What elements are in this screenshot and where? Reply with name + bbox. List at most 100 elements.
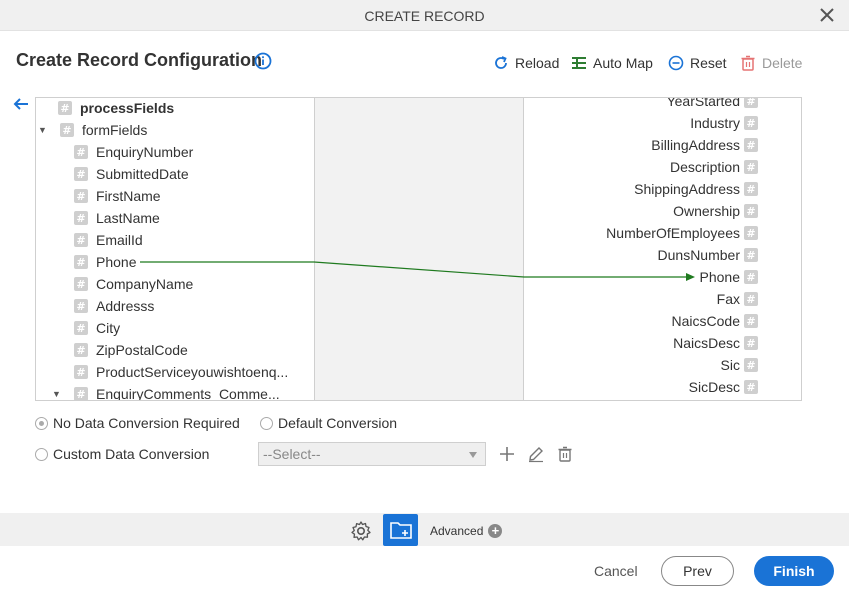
info-icon[interactable] <box>254 52 272 70</box>
field-label: ZipPostalCode <box>96 342 188 358</box>
conversion-select[interactable]: --Select-- <box>258 442 486 466</box>
mapping-canvas <box>314 98 524 400</box>
field-type-icon: # <box>74 299 88 313</box>
auto-map-label: Auto Map <box>593 55 653 71</box>
source-field-item[interactable]: # ZipPostalCode <box>74 339 188 361</box>
source-field-item[interactable]: ▼ # formFields <box>38 119 147 141</box>
source-field-item[interactable]: #EnquiryNumber <box>74 141 193 163</box>
target-field-item[interactable]: Ownership # <box>673 200 758 222</box>
field-type-icon: # <box>744 336 758 350</box>
finish-button[interactable]: Finish <box>754 556 834 586</box>
reset-icon <box>668 55 684 71</box>
field-label: processFields <box>80 100 175 116</box>
target-field-item[interactable]: Phone# <box>700 266 758 288</box>
bottom-toolbar <box>0 513 849 546</box>
add-folder-button[interactable] <box>383 514 418 546</box>
source-field-item[interactable]: # FirstName <box>74 185 161 207</box>
custom-conversion-radio[interactable]: Custom Data Conversion <box>35 446 209 462</box>
target-field-item[interactable]: Industry# <box>690 112 758 134</box>
field-type-icon: # <box>74 321 88 335</box>
field-label: BillingAddress <box>651 137 740 153</box>
radio-dot <box>260 416 273 430</box>
trash-icon <box>741 55 755 71</box>
reload-icon <box>495 56 507 69</box>
source-field-item[interactable]: #LastName <box>74 207 160 229</box>
field-label: FirstName <box>96 188 161 204</box>
target-field-item[interactable]: YearStarted# <box>667 98 758 112</box>
field-label: formFields <box>82 122 148 138</box>
field-label: LastName <box>96 210 160 226</box>
trash-icon[interactable] <box>556 445 574 463</box>
field-label: SubmittedDate <box>96 166 189 182</box>
field-type-icon: # <box>74 233 88 247</box>
target-field-item[interactable]: NaicsCode# <box>672 310 758 332</box>
radio-dot <box>35 416 48 430</box>
target-field-item[interactable]: SicDesc# <box>689 376 758 398</box>
target-field-item[interactable]: ShippingAddress # <box>634 178 758 200</box>
source-field-item[interactable]: #CompanyName <box>74 273 193 295</box>
reload-button[interactable]: Reload <box>493 55 559 71</box>
dialog-title: CREATE RECORD <box>364 8 485 24</box>
target-field-item[interactable]: NaicsDesc# <box>673 332 758 354</box>
field-label: Phone <box>699 269 740 285</box>
edit-icon[interactable] <box>527 445 545 463</box>
source-field-item[interactable]: #processFields <box>58 98 175 119</box>
plus-circle-icon: + <box>488 524 503 538</box>
field-type-icon: # <box>74 343 88 357</box>
target-field-item[interactable]: Sic# <box>721 354 758 376</box>
field-type-icon: # <box>74 255 88 269</box>
delete-label: Delete <box>762 55 803 71</box>
field-label: Phone <box>96 254 137 270</box>
field-type-icon: # <box>60 123 74 137</box>
field-label: EnquiryComments_Comme... <box>96 386 280 401</box>
prev-button[interactable]: Prev <box>661 556 734 586</box>
field-label: SicDesc <box>688 379 740 395</box>
target-field-item[interactable]: Fax # <box>717 288 758 310</box>
field-label: NumberOfEmployees <box>606 225 740 241</box>
radio-dot <box>35 447 48 461</box>
advanced-button[interactable]: Advanced + <box>430 524 503 538</box>
field-label: Fax <box>716 291 740 307</box>
auto-map-icon <box>572 57 586 69</box>
default-conversion-label: Default Conversion <box>278 415 398 431</box>
default-conversion-radio[interactable]: Default Conversion <box>260 415 397 431</box>
source-field-item[interactable]: # SubmittedDate <box>74 163 189 185</box>
target-field-item[interactable]: NumberOfEmployees # <box>606 222 758 244</box>
expand-triangle-icon[interactable]: ▼ <box>38 125 47 135</box>
expand-triangle-icon[interactable]: ▼ <box>52 389 61 399</box>
back-arrow-icon[interactable] <box>12 96 30 112</box>
source-field-item[interactable]: #ProductServiceyouwishtoenq... <box>74 361 288 383</box>
field-type-icon: # <box>74 189 88 203</box>
reset-button[interactable]: Reset <box>668 55 727 71</box>
folder-plus-icon <box>390 522 412 539</box>
mapping-arrowhead <box>686 273 695 281</box>
field-type-icon: # <box>744 182 758 196</box>
close-icon[interactable] <box>818 6 836 24</box>
no-conversion-radio[interactable]: No Data Conversion Required <box>35 415 240 431</box>
source-field-item[interactable]: ▼#EnquiryComments_Comme... <box>52 383 280 401</box>
gear-icon[interactable] <box>350 520 372 542</box>
auto-map-button[interactable]: Auto Map <box>571 55 653 71</box>
field-type-icon: # <box>744 204 758 218</box>
field-label: ShippingAddress <box>634 181 740 197</box>
target-field-item[interactable]: DunsNumber# <box>658 244 758 266</box>
target-field-item[interactable]: Description# <box>670 156 758 178</box>
advanced-label: Advanced <box>430 524 484 538</box>
page-title: Create Record Configuration <box>16 50 263 70</box>
source-field-item[interactable]: # Phone <box>74 251 136 273</box>
field-mapper: #processFields▼#formFields#EnquiryNumber… <box>35 97 802 401</box>
field-label: Industry <box>690 115 740 131</box>
field-type-icon: # <box>744 226 758 240</box>
source-field-item[interactable]: #City <box>74 317 120 339</box>
source-field-item[interactable]: #Addresss <box>74 295 154 317</box>
cancel-button[interactable]: Cancel <box>594 563 638 579</box>
target-field-item[interactable]: BillingAddress# <box>651 134 758 156</box>
field-type-icon: # <box>744 314 758 328</box>
add-icon[interactable] <box>498 445 516 463</box>
field-label: Sic <box>720 357 740 373</box>
field-type-icon: # <box>744 292 758 306</box>
field-label: Ownership <box>673 203 740 219</box>
field-type-icon: # <box>74 167 88 181</box>
source-field-item[interactable]: #EmailId <box>74 229 143 251</box>
delete-button[interactable]: Delete <box>740 55 802 71</box>
